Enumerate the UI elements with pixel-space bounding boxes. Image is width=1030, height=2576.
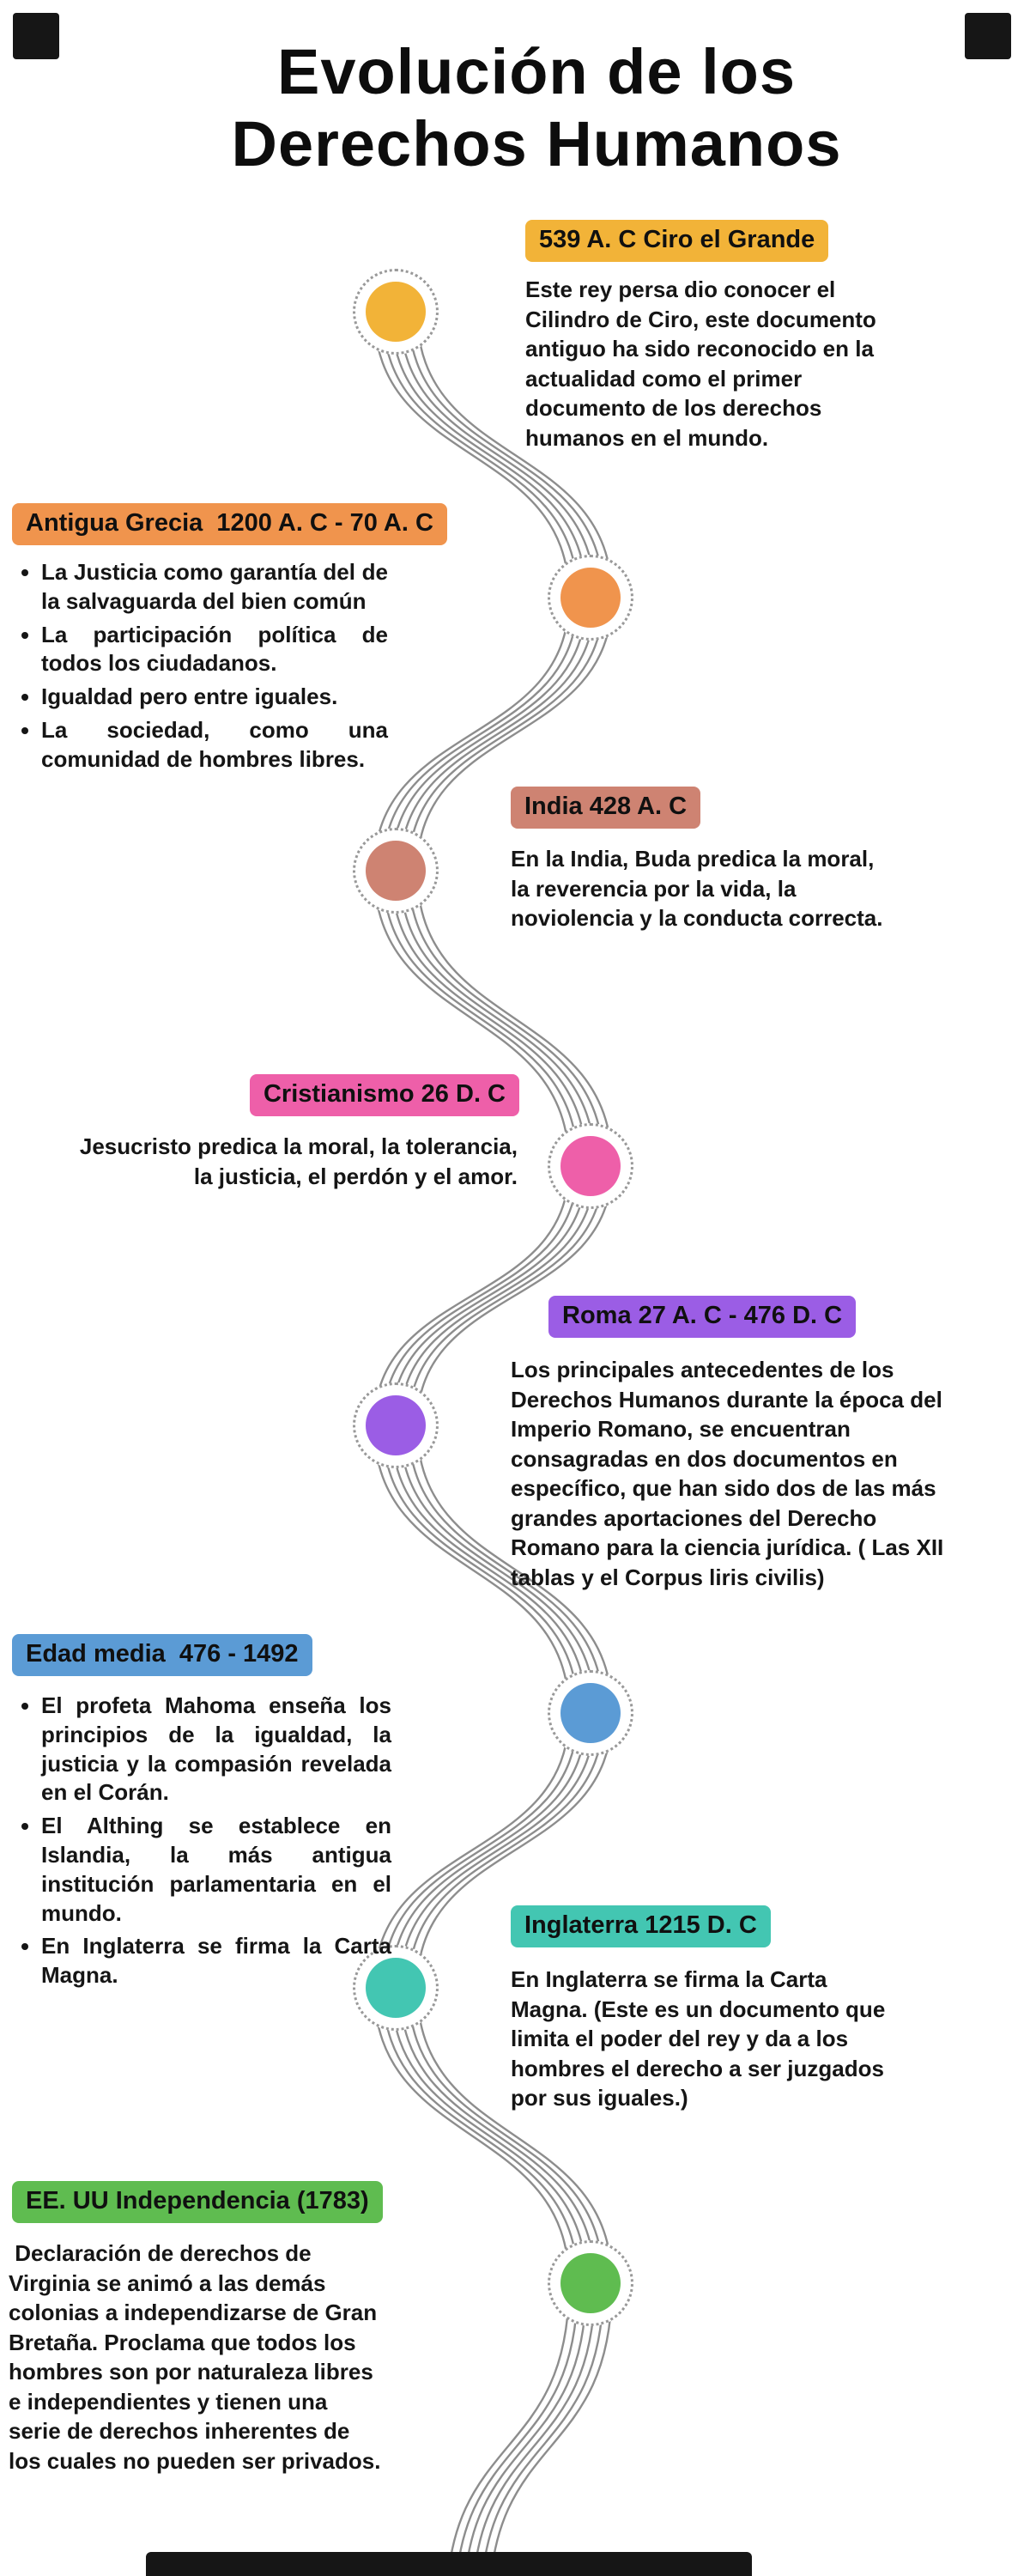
event-6-node <box>548 1670 633 1756</box>
bullet-item: La Justicia como garantía del de la salv… <box>41 558 388 617</box>
event-3-node <box>353 828 439 914</box>
event-1-description: Este rey persa dio conocer el Cilindro d… <box>525 276 883 451</box>
event-7-description: En Inglaterra se firma la Carta Magna. (… <box>511 1966 892 2111</box>
event-8-description: Declaración de derechos de Virginia se a… <box>9 2240 384 2475</box>
event-1-dot <box>366 282 426 342</box>
bullet-item: La participación política de todos los c… <box>41 621 388 679</box>
event-6-dot <box>560 1683 621 1743</box>
event-6-badge: Edad media 476 - 1492 <box>12 1634 312 1676</box>
bottom-partial-badge <box>146 2552 752 2576</box>
event-2-badge: Antigua Grecia 1200 A. C - 70 A. C <box>12 503 447 545</box>
event-4-badge: Cristianismo 26 D. C <box>249 1074 519 1116</box>
event-8-dot <box>560 2253 621 2313</box>
event-8-badge: EE. UU Independencia (1783) <box>12 2181 383 2223</box>
event-4-dot <box>560 1136 621 1196</box>
event-4-node <box>548 1123 633 1209</box>
corner-square-top-right <box>965 13 1011 59</box>
corner-square-top-left <box>13 13 59 59</box>
title-line-2: Derechos Humanos <box>231 107 842 179</box>
event-3-dot <box>366 841 426 901</box>
event-2-bullet-list: La Justicia como garantía del de la salv… <box>12 558 388 779</box>
bullet-item: En Inglaterra se firma la Carta Magna. <box>41 1932 391 1990</box>
bullet-item: El profeta Mahoma enseña los principios … <box>41 1692 391 1807</box>
bullet-item: La sociedad, como una comunidad de hombr… <box>41 716 388 775</box>
bullet-item: Igualdad pero entre iguales. <box>41 683 388 712</box>
event-3-badge: India 428 A. C <box>511 787 701 829</box>
event-6-bullet-list: El profeta Mahoma enseña los principios … <box>12 1692 391 1995</box>
event-8-node <box>548 2240 633 2326</box>
title-line-1: Evolución de los <box>277 36 796 107</box>
event-7-badge: Inglaterra 1215 D. C <box>511 1905 771 1947</box>
event-2-node <box>548 555 633 641</box>
event-5-description: Los principales antecedentes de los Dere… <box>511 1357 950 1591</box>
event-1-node <box>353 269 439 355</box>
event-4-description: Jesucristo predica la moral, la toleranc… <box>79 1133 524 1189</box>
event-7-dot <box>366 1958 426 2018</box>
event-3-description: En la India, Buda predica la moral, la r… <box>511 846 883 932</box>
event-5-node <box>353 1382 439 1468</box>
event-1-badge: 539 A. C Ciro el Grande <box>525 220 829 262</box>
event-7-node <box>353 1945 439 2031</box>
bullet-item: El Althing se establece en Islandia, la … <box>41 1812 391 1928</box>
event-5-badge: Roma 27 A. C - 476 D. C <box>548 1296 857 1338</box>
event-5-dot <box>366 1395 426 1455</box>
event-2-dot <box>560 568 621 628</box>
